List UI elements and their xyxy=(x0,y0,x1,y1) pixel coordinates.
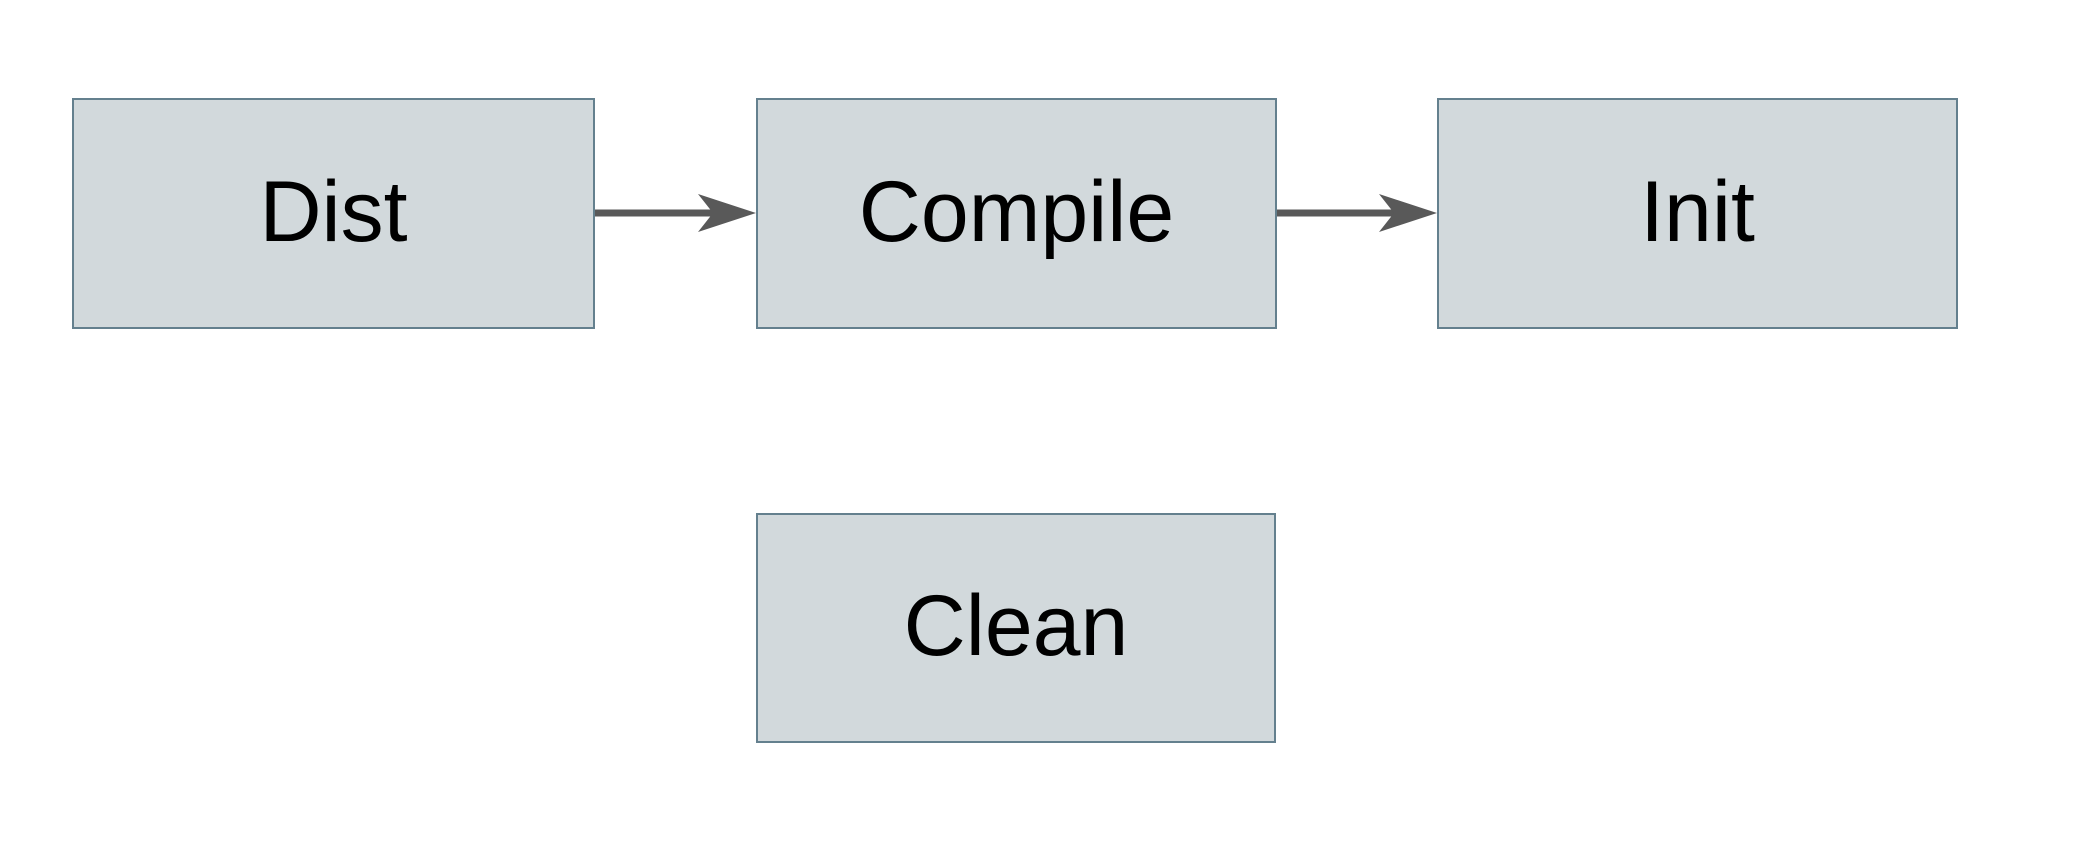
node-dist-label: Dist xyxy=(259,163,408,260)
node-compile-label: Compile xyxy=(858,163,1175,260)
node-dist: Dist xyxy=(72,98,595,329)
node-clean-label: Clean xyxy=(903,578,1129,674)
node-clean: Clean xyxy=(756,513,1276,743)
node-compile: Compile xyxy=(756,98,1277,329)
node-init-label: Init xyxy=(1640,163,1755,260)
node-init: Init xyxy=(1437,98,1958,329)
arrow-dist-to-compile-icon xyxy=(595,191,756,235)
arrow-compile-to-init-icon xyxy=(1277,191,1437,235)
